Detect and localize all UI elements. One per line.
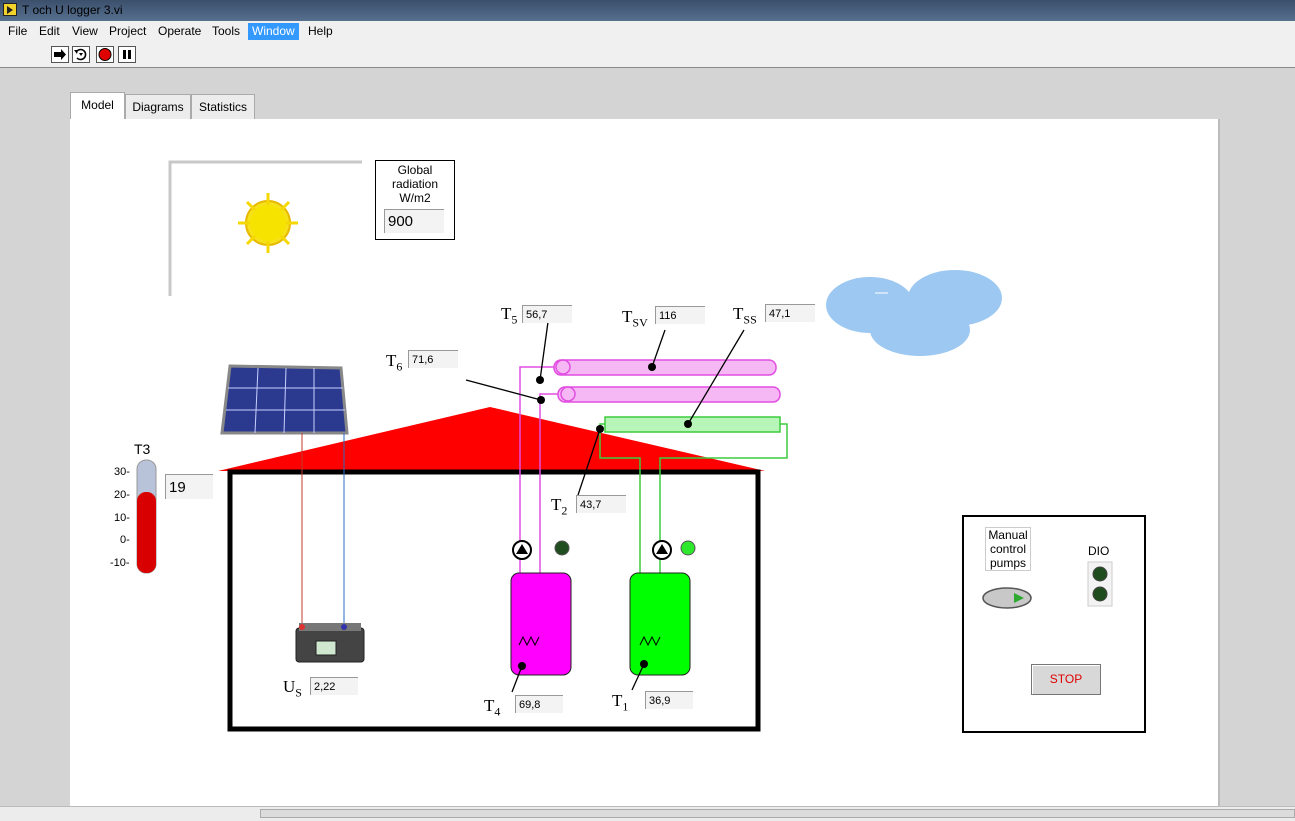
menu-window[interactable]: Window [248, 23, 299, 40]
dio-led-1 [1092, 566, 1108, 582]
run-arrow-icon[interactable] [51, 46, 69, 63]
menu-view[interactable]: View [72, 24, 98, 38]
menu-operate[interactable]: Operate [158, 24, 202, 38]
green-loop-line-1 [599, 423, 641, 640]
value-t1[interactable]: 36,9 [645, 691, 693, 709]
tab-model[interactable]: Model [70, 92, 125, 120]
radiation-label-2: radiation [391, 177, 439, 191]
menu-tools[interactable]: Tools [212, 24, 241, 38]
pump-icon-hot [512, 540, 532, 560]
battery-icon [295, 623, 365, 663]
collector-pipe-green [604, 416, 781, 433]
manual-control-pumps-label: Manual control pumps [985, 527, 1031, 571]
menu-help[interactable]: Help [308, 24, 333, 38]
green-loop-line-2 [659, 423, 788, 640]
value-t4[interactable]: 69,8 [515, 695, 563, 713]
menu-file[interactable]: File [8, 24, 28, 38]
radiation-label-1: Global [397, 163, 433, 177]
radiation-value[interactable]: 900 [384, 209, 444, 233]
tab-statistics[interactable]: Statistics [191, 94, 255, 120]
radiation-label-3: W/m2 [399, 191, 431, 205]
label-t2: T2 [551, 495, 568, 518]
title-bar: T och U logger 3.vi [0, 0, 1295, 21]
value-tsv[interactable]: 116 [655, 306, 705, 324]
hot-tank-coil [518, 635, 540, 647]
thermo-tick-20: 20- [114, 489, 130, 501]
pump-led-hot [554, 540, 570, 556]
cold-tank-coil [639, 635, 661, 647]
value-t5[interactable]: 56,7 [522, 305, 572, 323]
sun-icon [238, 193, 298, 253]
sky-frame [168, 160, 362, 296]
label-t5: T5 [501, 304, 518, 327]
value-t2[interactable]: 43,7 [576, 495, 626, 513]
thermo-tick-30: 30- [114, 466, 130, 478]
label-t1: T1 [612, 691, 629, 714]
dio-label: DIO [1088, 544, 1110, 558]
label-tsv: TSV [622, 307, 648, 330]
sensor-pointer-lines [465, 321, 745, 693]
abort-execution-icon[interactable] [96, 46, 114, 63]
dio-led-2 [1092, 586, 1108, 602]
menu-edit[interactable]: Edit [39, 24, 60, 38]
labview-vi-icon [3, 3, 17, 16]
thermo-tick-10: 10- [114, 512, 130, 524]
window-title: T och U logger 3.vi [22, 3, 123, 17]
tab-diagrams[interactable]: Diagrams [125, 94, 191, 120]
thermo-tick-0: 0- [120, 534, 130, 546]
global-radiation-box: Global radiation W/m2 900 [375, 160, 455, 240]
value-us[interactable]: 2,22 [310, 677, 358, 695]
value-t6[interactable]: 71,6 [408, 350, 458, 368]
menu-project[interactable]: Project [109, 24, 147, 38]
cold-water-tank [629, 572, 691, 676]
scrollbar-thumb[interactable] [260, 809, 1295, 818]
value-tss[interactable]: 47,1 [765, 304, 815, 322]
hot-water-tank [510, 572, 572, 676]
t3-value[interactable]: 19 [165, 474, 213, 499]
run-continuously-icon[interactable] [72, 46, 90, 63]
label-tss: TSS [733, 304, 757, 327]
toolbar [0, 42, 1295, 68]
house-roof [218, 407, 765, 471]
sensor-points [518, 363, 692, 670]
cloud-icon [826, 270, 1002, 356]
pump-led-cold [680, 540, 696, 556]
manual-pumps-toggle[interactable] [982, 587, 1032, 609]
thermo-tick-minus10: -10- [110, 557, 130, 569]
horizontal-scrollbar[interactable] [0, 806, 1295, 821]
thermometer-fill [137, 492, 156, 573]
label-t6: T6 [386, 351, 403, 374]
stop-button[interactable]: STOP [1031, 664, 1101, 695]
thermometer-gauge [136, 459, 157, 574]
pump-icon-cold [652, 540, 672, 560]
label-t4: T4 [484, 696, 501, 719]
pause-icon[interactable] [118, 46, 136, 63]
solar-panel-icon [220, 364, 349, 435]
thermometer-label: T3 [134, 441, 151, 457]
collector-pipes-pink [553, 359, 781, 403]
label-us: US [283, 677, 302, 700]
